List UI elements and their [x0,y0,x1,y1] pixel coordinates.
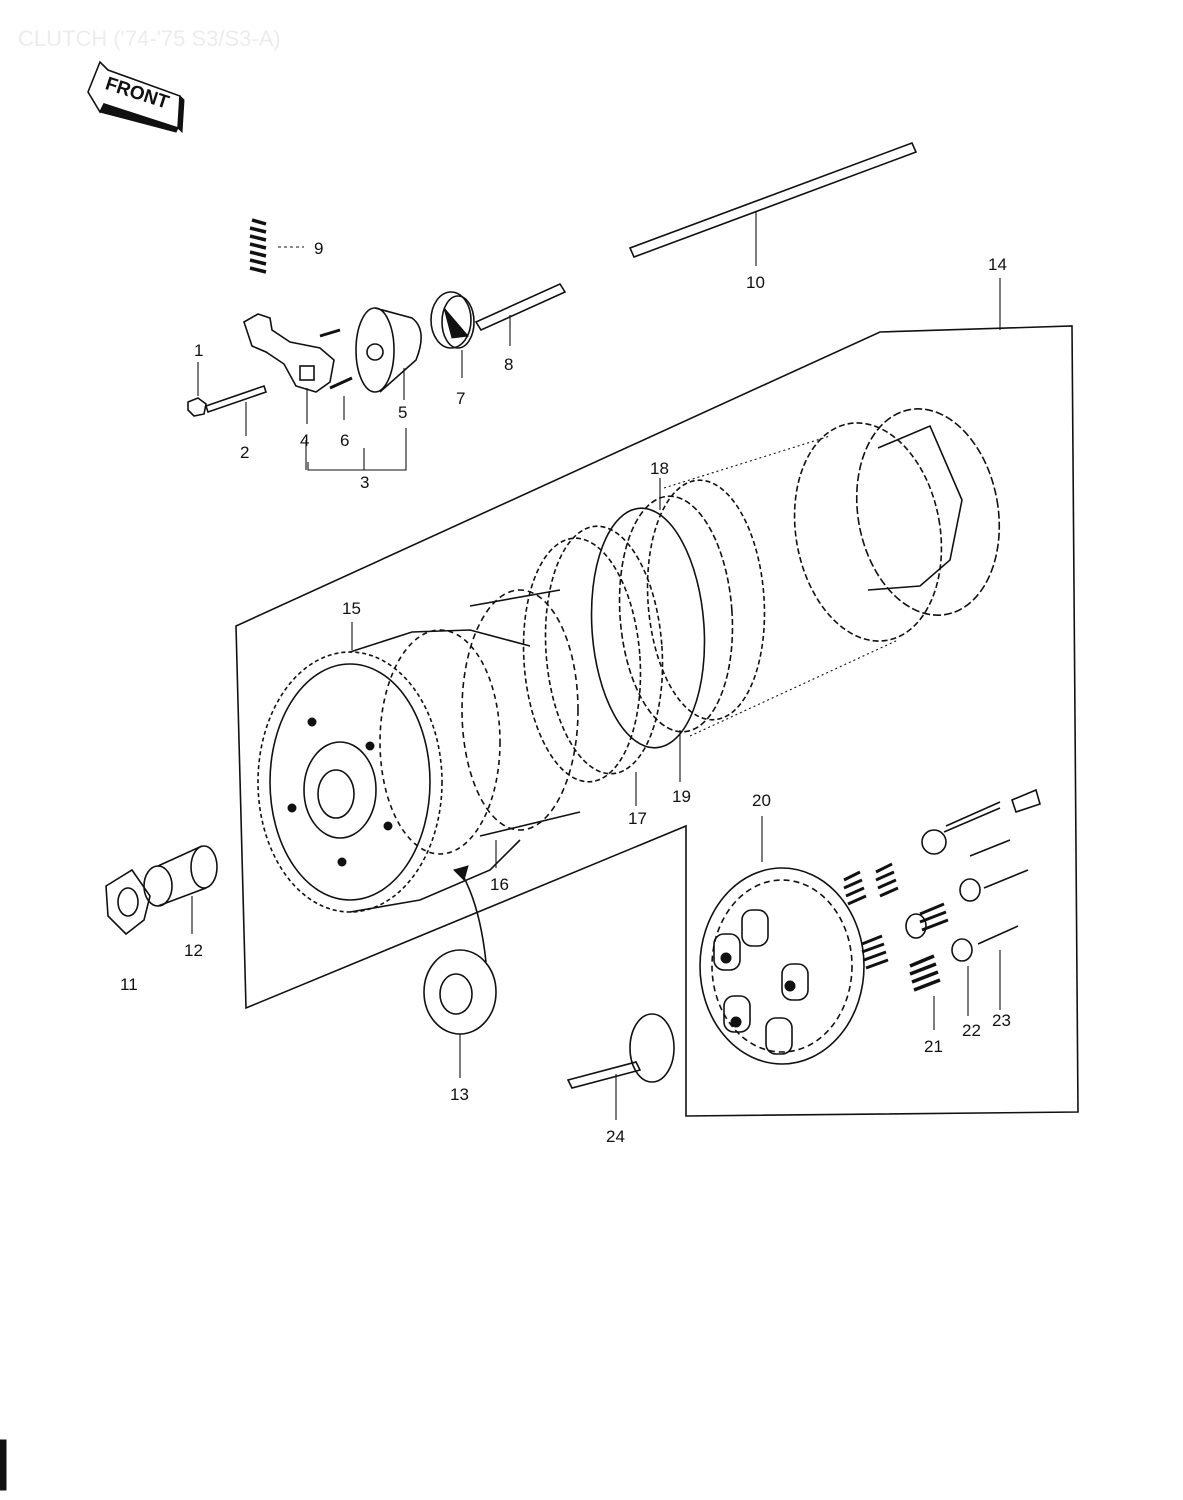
part-20-pressure-plate [699,816,865,1065]
callout-2: 2 [240,443,249,462]
callout-15: 15 [342,599,361,618]
part-12-collar [143,845,218,934]
part-8-rod [474,282,567,346]
callout-21: 21 [924,1037,943,1056]
callout-17: 17 [628,809,647,828]
callout-3: 3 [360,473,369,492]
part-1-nut [187,362,207,417]
bracket-3 [305,428,407,471]
part-large-friction-disc [793,408,1001,642]
callout-23: 23 [992,1011,1011,1030]
part-7-cap [430,291,475,378]
callout-9: 9 [314,239,323,258]
callout-4: 4 [300,431,309,450]
callout-6: 6 [340,431,349,450]
callout-8: 8 [504,355,513,374]
callout-7: 7 [456,389,465,408]
part-6-screws [319,328,353,420]
part-24-pushrod [566,1013,675,1120]
part-17-friction-plates [522,525,664,806]
part-4-lever [243,313,335,424]
callout-11: 11 [120,975,138,994]
part-23-bolts [943,788,1041,1010]
front-arrow-icon: FRONT [87,60,185,134]
part-11-washer [105,868,151,936]
part-2-bolt [204,384,268,436]
part-22-washers [905,829,981,1016]
part-21-springs [843,862,949,1030]
page-edge-mark [0,1439,7,1491]
part-18-steel-plates [590,478,734,749]
callout-5: 5 [398,403,407,422]
guide-lines [663,435,899,737]
part-15-clutch-housing [257,622,531,913]
part-9-spring [249,218,267,274]
part-19-plate [646,479,766,782]
callout-14: 14 [988,255,1007,274]
callout-12: 12 [184,941,203,960]
callout-22: 22 [962,1021,981,1040]
callout-24: 24 [606,1127,625,1146]
assembly-14-frame [235,325,1079,1117]
part-10-pushrod [628,141,918,266]
callout-19: 19 [672,787,691,806]
callout-13: 13 [450,1085,469,1104]
callout-10: 10 [746,273,765,292]
part-16-clutch-hub [461,589,581,868]
callout-20: 20 [752,791,771,810]
part-13-thrust-washer [423,949,497,1078]
callout-18: 18 [650,459,669,478]
callout-16: 16 [490,875,509,894]
part-5-holder [355,307,422,400]
diagram-title: CLUTCH ('74-'75 S3/S3-A) [18,26,281,51]
assembly-arrow-icon [453,865,487,963]
callout-1: 1 [194,341,203,360]
